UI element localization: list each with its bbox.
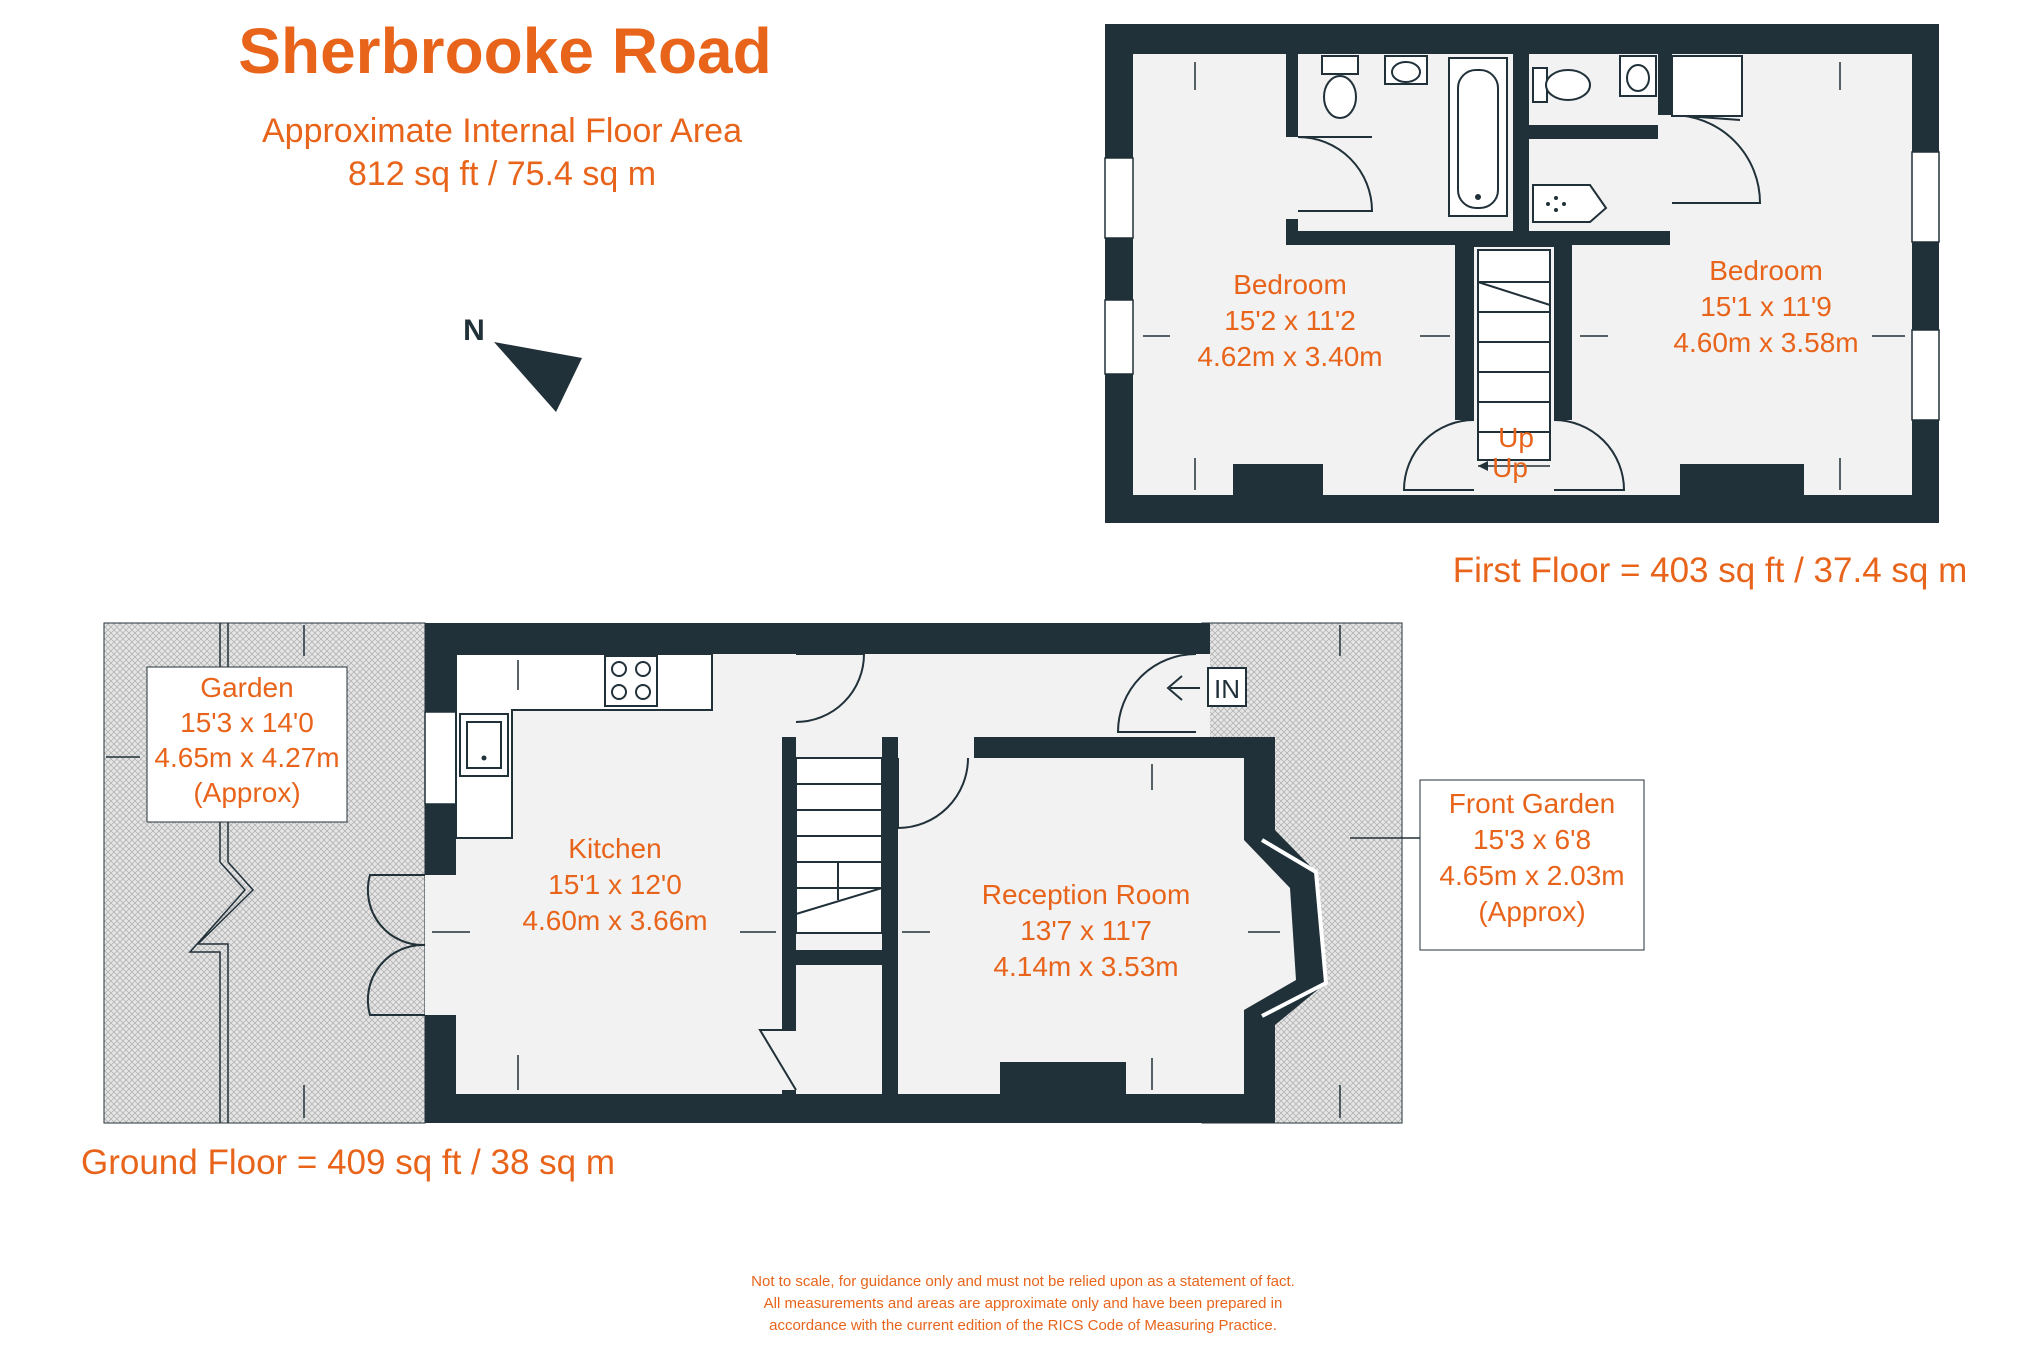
stairs-icon — [1477, 249, 1551, 461]
window — [424, 711, 457, 805]
garden-boundary — [188, 861, 255, 1123]
approx-note: (Approx) — [1478, 896, 1585, 927]
bathroom-doorway — [1286, 137, 1298, 219]
floor-area-caption: Approximate Internal Floor Area — [262, 112, 742, 150]
window — [1104, 299, 1134, 375]
entrance-label: IN — [1214, 674, 1240, 704]
stairs-up-label: Up — [1492, 452, 1528, 483]
first-floor-plan: Up Up Bedroom 15'2 x 11'2 4.62m x 3.40m … — [1104, 24, 1940, 523]
room-name: Bedroom — [1233, 269, 1347, 300]
ground-floor-partition — [898, 737, 1244, 758]
room-dimensions-imperial: 15'1 x 11'9 — [1700, 291, 1832, 322]
ground-floor-area-label: Ground Floor = 409 sq ft / 38 sq m — [81, 1143, 615, 1182]
hob-icon — [604, 655, 658, 707]
total-floor-area: 812 sq ft / 75.4 sq m — [348, 155, 656, 193]
hallway-floor — [782, 654, 1210, 737]
basin-icon — [1384, 55, 1428, 85]
room-dimensions-imperial: 15'3 x 14'0 — [180, 707, 314, 738]
ground-floor-plan: IN Kitchen 15'1 x 12'0 4.60m x 3.66m Rec… — [103, 622, 1645, 1124]
room-dimensions-imperial: 15'2 x 11'2 — [1224, 305, 1356, 336]
cupboard-floor — [796, 965, 882, 1094]
room-name: Bedroom — [1709, 255, 1823, 286]
room-dimensions-metric: 4.60m x 3.66m — [522, 905, 707, 936]
chimney-breast — [1233, 464, 1323, 495]
bathtub-icon — [1448, 57, 1508, 217]
room-name: Garden — [200, 672, 293, 703]
room-dimensions-metric: 4.14m x 3.53m — [993, 951, 1178, 982]
front-garden-label-box: Front Garden 15'3 x 6'8 4.65m x 2.03m (A… — [1419, 779, 1645, 951]
page-title: Sherbrooke Road — [238, 15, 771, 87]
window — [1104, 157, 1134, 239]
compass-arrow-icon — [494, 342, 582, 412]
bay-window — [1260, 838, 1329, 1018]
door-swing-icon — [1553, 419, 1626, 491]
room-name: Front Garden — [1449, 788, 1616, 819]
basin-icon — [1619, 55, 1657, 97]
sink-icon — [459, 713, 509, 777]
door-swing-icon — [795, 653, 866, 723]
cupboard-doorway — [782, 1030, 796, 1090]
disclaimer-line: Not to scale, for guidance only and must… — [751, 1273, 1295, 1290]
ground-floor-partition — [782, 737, 796, 1094]
door-swing-icon — [1116, 653, 1197, 733]
room-dimensions-metric: 4.60m x 3.58m — [1673, 327, 1858, 358]
wardrobe — [1671, 55, 1743, 117]
rear-door-opening — [425, 875, 456, 1015]
stairs-up-label: Up — [1498, 422, 1534, 453]
room-name: Kitchen — [568, 833, 661, 864]
first-floor-area-label: First Floor = 403 sq ft / 37.4 sq m — [1453, 551, 1968, 590]
landing-doorway-left — [1455, 420, 1474, 495]
front-doorway — [1196, 654, 1210, 737]
door-swing-icon — [758, 1029, 797, 1091]
reception-doorway — [898, 737, 974, 758]
shower-icon — [1532, 184, 1608, 223]
room-dimensions-imperial: 15'1 x 12'0 — [548, 869, 682, 900]
door-swing-icon — [366, 874, 426, 1016]
disclaimer-line: All measurements and areas are approxima… — [764, 1295, 1283, 1312]
first-floor-partition — [1513, 54, 1529, 245]
room-dimensions-metric: 4.65m x 2.03m — [1439, 860, 1624, 891]
door-swing-icon — [897, 757, 969, 830]
approx-note: (Approx) — [193, 777, 300, 808]
chimney-breast — [1000, 1062, 1126, 1094]
window — [1911, 329, 1940, 421]
toilet-icon — [1532, 67, 1591, 103]
compass-north-label: N — [463, 314, 485, 347]
door-swing-icon — [1402, 419, 1475, 491]
shower-doorway — [1658, 115, 1672, 205]
arrowhead — [1478, 461, 1488, 471]
disclaimer-line: accordance with the current edition of t… — [769, 1317, 1277, 1334]
room-dimensions-metric: 4.62m x 3.40m — [1197, 341, 1382, 372]
garden-label-box: Garden 15'3 x 14'0 4.65m x 4.27m (Approx… — [146, 666, 348, 823]
stairs-icon — [795, 757, 883, 934]
kitchen-doorway — [782, 654, 796, 724]
landing-doorway-right — [1554, 420, 1572, 495]
reception-floor — [898, 758, 1296, 1094]
entrance-arrow-icon — [1166, 675, 1200, 701]
entrance-marker: IN — [1166, 667, 1247, 707]
first-floor-partition — [1529, 125, 1658, 139]
ground-floor-partition — [882, 737, 898, 1094]
toilet-icon — [1321, 55, 1359, 119]
room-name: Reception Room — [982, 879, 1191, 910]
door-swing-icon — [1297, 136, 1374, 212]
ground-floor-partition — [772, 640, 792, 654]
room-dimensions-metric: 4.65m x 4.27m — [154, 742, 339, 773]
compass: N — [463, 314, 582, 412]
ground-floor-partition — [796, 950, 882, 965]
room-dimensions-imperial: 13'7 x 11'7 — [1020, 915, 1152, 946]
first-floor-partition — [1286, 231, 1670, 245]
room-dimensions-imperial: 15'3 x 6'8 — [1473, 824, 1591, 855]
chimney-breast — [1680, 464, 1804, 495]
window — [1911, 151, 1940, 243]
